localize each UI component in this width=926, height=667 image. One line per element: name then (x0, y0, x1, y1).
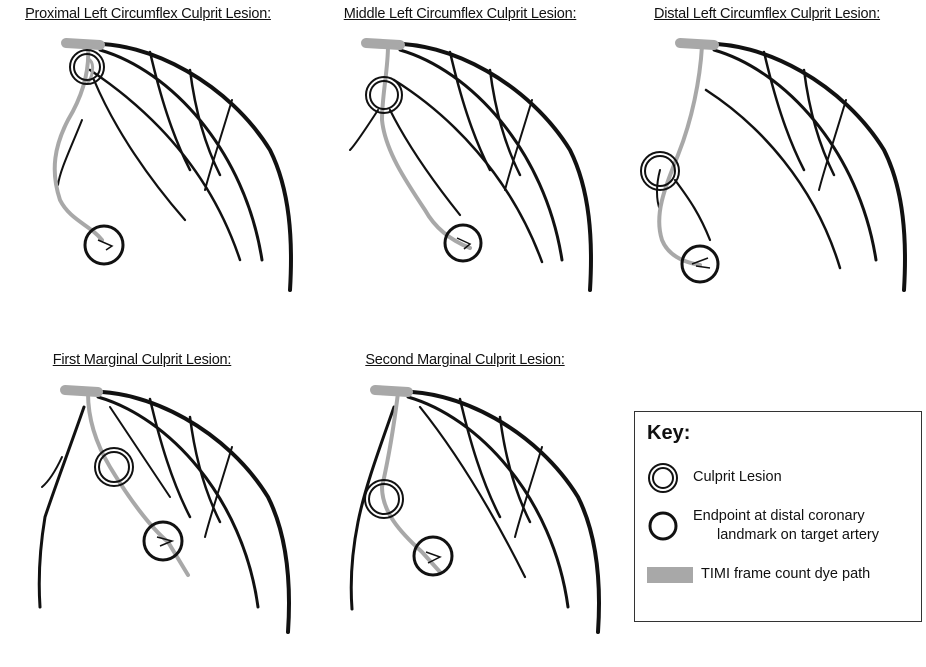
endpoint-circle-icon (647, 510, 679, 542)
culprit-lesion-marker (95, 448, 133, 486)
coronary-diagram (0, 0, 300, 320)
key-dye-path-label: TIMI frame count dye path (701, 566, 870, 582)
coronary-diagram (320, 347, 620, 647)
endpoint-marker (144, 522, 182, 560)
coronary-diagram (0, 347, 300, 647)
dye-path-swatch-icon (647, 567, 693, 583)
key-legend: Key: Culprit Lesion Endpoint at distal c… (634, 411, 922, 622)
endpoint-marker (414, 537, 452, 575)
key-endpoint-label-line2: landmark on target artery (717, 527, 879, 543)
key-culprit-lesion-label: Culprit Lesion (693, 469, 782, 485)
coronary-diagram (620, 0, 920, 320)
key-title: Key: (647, 422, 690, 445)
panel-distal-lcx: Distal Left Circumflex Culprit Lesion: (620, 0, 920, 320)
endpoint-marker (85, 226, 123, 264)
panel-first-marginal: First Marginal Culprit Lesion: (0, 347, 300, 667)
panel-proximal-lcx: Proximal Left Circumflex Culprit Lesion: (0, 0, 300, 320)
coronary-diagram (310, 0, 610, 320)
panel-second-marginal: Second Marginal Culprit Lesion: (320, 347, 620, 667)
culprit-lesion-double-circle-icon (647, 462, 679, 494)
panel-middle-lcx: Middle Left Circumflex Culprit Lesion: (310, 0, 610, 320)
key-endpoint-label-line1: Endpoint at distal coronary (693, 508, 865, 524)
